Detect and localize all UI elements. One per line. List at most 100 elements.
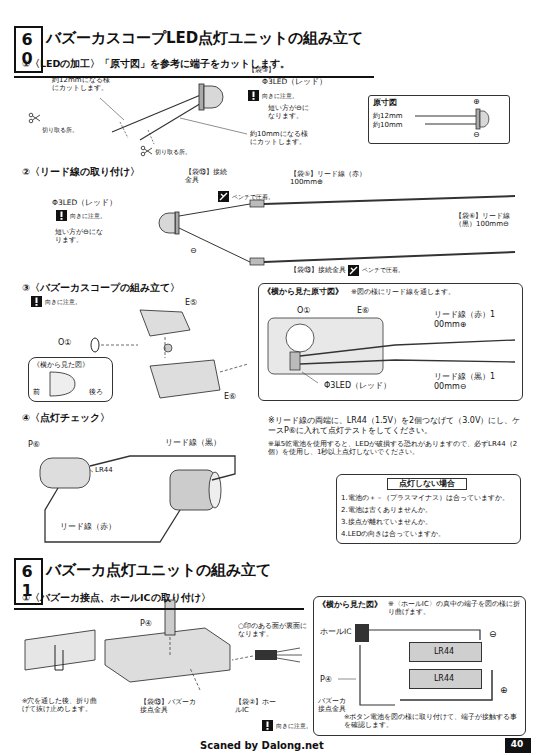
contact-metal — [165, 600, 175, 635]
node-text: 《横から見た図》 — [318, 600, 388, 610]
label-text: Φ3LED（レッド） — [52, 198, 122, 207]
node-text: ⊖ — [489, 629, 501, 640]
label-text: 【袋③】 — [248, 66, 288, 74]
node-text: LR44 — [410, 647, 478, 657]
label-text: 【袋②】ホールIC — [235, 698, 280, 715]
wire-black — [90, 456, 235, 480]
assembly-arrow — [170, 637, 253, 690]
label-text: 約12mmになる様にカットします。 — [52, 76, 114, 93]
node-text: 1.電池の＋－（プラスマイナス）は合っていますか。 — [341, 494, 517, 502]
scope-lens — [209, 472, 221, 508]
battery: LR44 — [409, 669, 482, 689]
led-dome — [480, 111, 489, 127]
contact-metal — [400, 670, 492, 700]
label-text: ペンチで圧着。 — [362, 266, 412, 273]
label-text: P⑥ — [28, 440, 50, 450]
label-text: 向きに注意。 — [276, 722, 316, 729]
label-text: Scaned by Dalong.net — [200, 740, 360, 752]
led — [290, 352, 300, 370]
node-text: 前 — [33, 388, 45, 396]
node-text: O① — [297, 306, 317, 316]
led-dome — [204, 86, 223, 108]
assembly-arrow — [101, 337, 248, 372]
label-text: E⑤ — [185, 298, 205, 308]
label-text: 短い方が⊖になります。 — [268, 104, 313, 121]
label-text: 切り取る所。 — [42, 126, 92, 133]
label-text: P④ — [140, 619, 160, 629]
node-text: 後ろ — [89, 388, 109, 396]
fullsize-box: 原寸図約12mm約10mm⊕⊖ — [368, 95, 510, 144]
node-text: E⑥ — [357, 306, 377, 316]
hall-ic-legs — [277, 648, 302, 662]
node-text: 点灯しない場合 — [387, 478, 467, 490]
label-text: LR44 — [95, 466, 125, 474]
scope-body — [268, 318, 383, 374]
label-text: 【袋⑬】接続金具 — [290, 266, 350, 274]
node-text: ※〈ホールIC〉の真中の端子を図の様に折り曲げます。 — [388, 600, 522, 617]
part-e6 — [150, 360, 220, 398]
panel-p4 — [105, 628, 230, 682]
label-text: 【袋⑥】リード線（黒）100mm⊖ — [455, 212, 515, 229]
cut-marks — [120, 122, 154, 144]
plier-icon — [218, 191, 229, 202]
leader-line — [90, 470, 93, 472]
battery: LR44 — [409, 642, 482, 662]
label-text: ○印のある面が裏面になります。 — [238, 622, 308, 639]
plier-icon — [348, 265, 359, 276]
label-text: E⑥ — [224, 392, 244, 402]
node-text: ⊕ — [473, 97, 485, 107]
label-text: 向きに注意。 — [70, 212, 120, 219]
label-text: リード線（黒） — [165, 438, 225, 447]
wire-red — [300, 340, 515, 356]
label-text: ①〈バズーカ接点、ホールICの取り付け〉 — [22, 592, 282, 603]
node-text: 2.電池は古くありませんか。 — [341, 506, 517, 514]
label-text: O① — [58, 338, 78, 348]
side-view-box: 《横から見た図》前後ろ — [28, 357, 113, 402]
node-text: LR44 — [410, 674, 478, 684]
label-text: Φ3LED（レッド） — [262, 77, 332, 86]
node-text: ⊕ — [500, 685, 512, 696]
leader-line — [302, 372, 318, 383]
node-text: 原寸図 — [373, 98, 433, 108]
node-text: ホールIC — [320, 627, 360, 636]
warning-icon — [31, 296, 42, 307]
label-text: ③〈バズーカスコープの組み立て〉 — [22, 282, 242, 293]
led-legs — [112, 94, 203, 140]
leader-line — [100, 98, 247, 134]
side-view-box: 《横から見た図》※〈ホールIC〉の真中の端子を図の様に折り曲げます。ホールIC ⊖… — [313, 596, 526, 736]
lens — [50, 372, 75, 396]
node-text: ※ボタン電池を図の様に取り付けて、端子が接触する事を確認します。 — [344, 714, 522, 730]
label-text: 【袋⑬】バズーカ接点金具 — [140, 698, 200, 715]
node-text: 約10mm — [373, 121, 413, 129]
node-text: バズーカ点灯ユニットの組み立て — [46, 561, 296, 579]
wire-red — [45, 488, 180, 542]
node-text: P④ — [320, 675, 340, 685]
trouble-box: 点灯しない場合 1.電池の＋－（プラスマイナス）は合っていますか。 2.電池は古くあ… — [336, 474, 521, 544]
warning-icon — [262, 720, 273, 731]
connector — [250, 258, 264, 265]
label-text: ※穴を通した後、折り曲げて抜け止めします。 — [22, 698, 102, 714]
node-text: バズーカ接点金具 — [318, 697, 350, 714]
node-text: 《横から見た原寸図》 — [263, 287, 351, 297]
label-text: 短い方が⊖になります。 — [55, 228, 103, 245]
page-number: 40 — [505, 738, 531, 753]
node-text: 3.接点が離れていませんか。 — [341, 518, 517, 526]
panel-detail — [25, 630, 95, 670]
leader-line — [338, 679, 356, 680]
scope-lens — [286, 324, 314, 352]
label-text: ペンチで圧着。 — [232, 193, 282, 200]
label-text: 向きに注意。 — [45, 298, 95, 305]
node-text: リード線（赤）100mm⊕ — [434, 310, 496, 329]
wire-black — [300, 360, 515, 364]
node-text: リード線（黒）100mm⊖ — [434, 372, 496, 391]
hall-ic — [355, 624, 369, 642]
label-text: ①〈LEDの加工〉「原寸図」を参考に端子をカットします。 — [22, 58, 352, 69]
label-text: リード線（赤） — [60, 522, 120, 531]
label-text: 【袋⑬】接続金具 — [185, 168, 230, 185]
node-text: 40 — [506, 739, 528, 750]
node-text: 約12mm — [373, 112, 413, 120]
warning-icon — [248, 90, 259, 101]
warning-icon — [56, 210, 67, 221]
battery-case — [40, 458, 90, 488]
connector — [250, 200, 264, 207]
